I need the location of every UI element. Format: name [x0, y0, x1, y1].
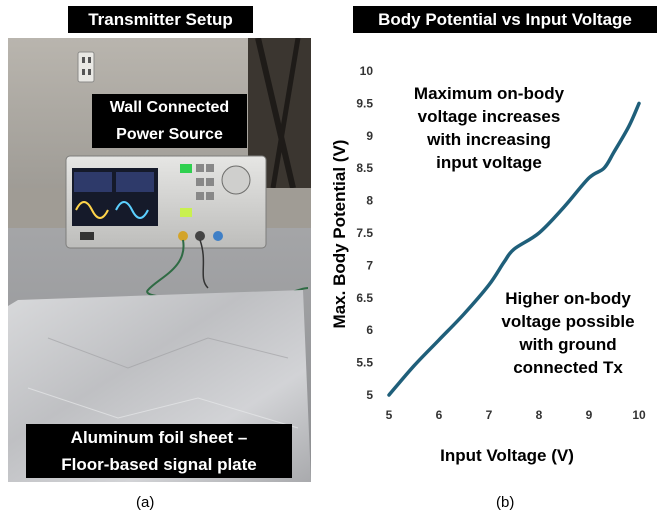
annotation-top-line-1: Maximum on-body [413, 84, 565, 103]
left-panel-title: Transmitter Setup [68, 6, 253, 33]
x-tick-label: 7 [486, 408, 493, 422]
foil-sheet-label-line-1: Aluminum foil sheet – [70, 428, 248, 447]
power-source-label-line-2: Power Source [116, 126, 223, 143]
y-tick-label: 10 [360, 64, 374, 78]
annotation-bottom-line-1: Higher on-body [505, 289, 631, 308]
annotation-bottom-line-2: voltage possible [501, 312, 635, 331]
annotation-bottom-line-3: with ground [519, 335, 617, 354]
signal-generator [65, 155, 267, 249]
x-tick-label: 5 [386, 408, 393, 422]
annotation-top-line-3: with increasing [427, 130, 551, 149]
series-line [387, 101, 641, 397]
y-tick-label: 7.5 [356, 226, 373, 240]
caption-a: (a) [136, 494, 155, 511]
y-tick-label: 5.5 [356, 356, 373, 370]
x-tick-label: 6 [436, 408, 443, 422]
annotation-top-line-2: voltage increases [417, 107, 561, 126]
y-tick-label: 8.5 [356, 161, 373, 175]
y-tick-label: 8 [366, 194, 373, 208]
x-axis-title: Input Voltage (V) [440, 446, 574, 465]
caption-b: (b) [496, 494, 515, 511]
y-tick-label: 7 [366, 258, 373, 272]
annotation-bottom-line-4: connected Tx [513, 358, 623, 377]
annotation-top-line-4: input voltage [436, 153, 542, 172]
power-source-label: Wall Connected Power Source [92, 94, 247, 148]
foil-sheet-label-line-2: Floor-based signal plate [61, 455, 257, 474]
y-tick-label: 5 [366, 388, 373, 402]
y-tick-label: 6 [366, 323, 373, 337]
annotation-top: Maximum on-body voltage increases with i… [396, 82, 582, 174]
annotation-bottom: Higher on-body voltage possible with gro… [480, 287, 656, 379]
foil-sheet-label: Aluminum foil sheet – Floor-based signal… [26, 424, 292, 478]
x-tick-label: 9 [586, 408, 593, 422]
y-axis-title: Max. Body Potential (V) [330, 140, 349, 329]
y-tick-label: 6.5 [356, 291, 373, 305]
x-tick-label: 10 [632, 408, 646, 422]
y-tick-label: 9.5 [356, 96, 373, 110]
chart-title: Body Potential vs Input Voltage [353, 6, 657, 33]
power-source-label-line-1: Wall Connected [109, 99, 230, 116]
x-tick-label: 8 [536, 408, 543, 422]
y-tick-label: 9 [366, 129, 373, 143]
